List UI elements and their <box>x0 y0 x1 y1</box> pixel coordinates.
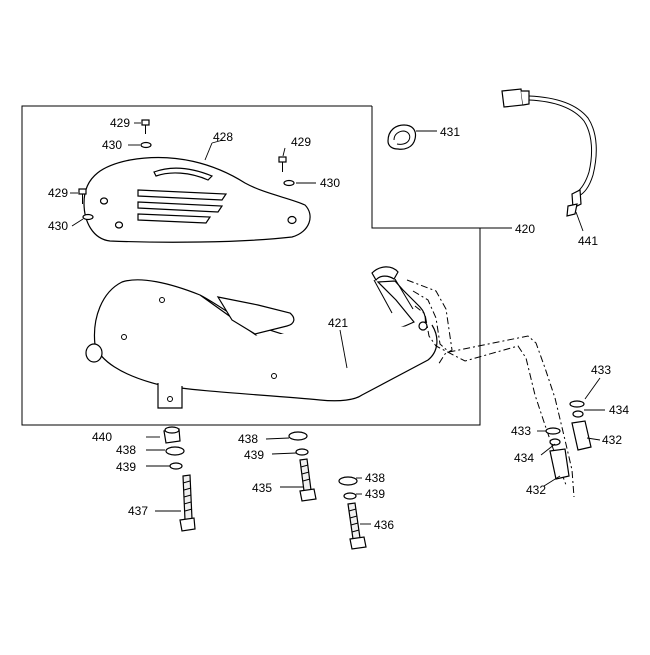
rubber-432-right <box>571 420 592 451</box>
washer-438-left <box>165 446 185 456</box>
exhaust-pipe-outline <box>406 279 575 498</box>
screw-429-top <box>141 119 150 134</box>
callout-441: 441 <box>578 234 598 248</box>
o2-sensor-441 <box>501 88 597 217</box>
callout-438-right: 438 <box>365 471 385 485</box>
collar-440 <box>163 426 181 444</box>
bolt-437 <box>179 474 196 532</box>
gasket-431 <box>387 124 417 150</box>
nut-434-left <box>549 438 561 446</box>
callout-430-left: 430 <box>48 219 68 233</box>
washer-430-left <box>82 213 94 221</box>
callout-432-left: 432 <box>526 483 546 497</box>
leader-lines <box>70 122 605 525</box>
washer-438-right <box>338 476 358 486</box>
callout-436: 436 <box>374 518 394 532</box>
callout-440: 440 <box>92 430 112 444</box>
callout-432-right: 432 <box>602 433 622 447</box>
heat-shield-428 <box>83 156 311 243</box>
callout-438-left: 438 <box>116 443 136 457</box>
callout-433-right: 433 <box>591 363 611 377</box>
callout-439-left: 439 <box>116 460 136 474</box>
callout-430-top: 430 <box>102 138 122 152</box>
callout-438-middle: 438 <box>238 432 258 446</box>
washer-433-right <box>569 400 585 408</box>
muffler-421 <box>85 266 438 409</box>
bolt-436 <box>347 502 367 550</box>
callout-437: 437 <box>128 504 148 518</box>
nut-434-right <box>572 410 584 418</box>
callout-433-left: 433 <box>511 424 531 438</box>
bolt-435 <box>299 458 317 502</box>
washer-438-middle <box>288 431 308 441</box>
assembly-boundary <box>21 105 481 426</box>
callout-429-top: 429 <box>110 116 130 130</box>
callout-435: 435 <box>252 481 272 495</box>
callout-439-right: 439 <box>365 487 385 501</box>
washer-433-left <box>545 427 561 435</box>
screw-429-right <box>278 156 287 172</box>
washer-439-middle <box>295 448 309 456</box>
rubber-432-left <box>549 448 570 480</box>
callout-429-right: 429 <box>291 135 311 149</box>
callout-430-right: 430 <box>320 176 340 190</box>
callout-420: 420 <box>515 222 535 236</box>
callout-434-right: 434 <box>609 403 629 417</box>
washer-439-left <box>169 462 183 470</box>
callout-439-middle: 439 <box>244 448 264 462</box>
washer-439-right <box>343 492 357 500</box>
callout-434-left: 434 <box>514 451 534 465</box>
callout-431: 431 <box>440 125 460 139</box>
washer-430-top <box>140 141 152 149</box>
washer-430-right <box>283 179 295 187</box>
callout-429-left: 429 <box>48 186 68 200</box>
screw-429-left <box>78 188 87 204</box>
callout-428: 428 <box>213 130 233 144</box>
callout-421: 421 <box>328 316 348 330</box>
